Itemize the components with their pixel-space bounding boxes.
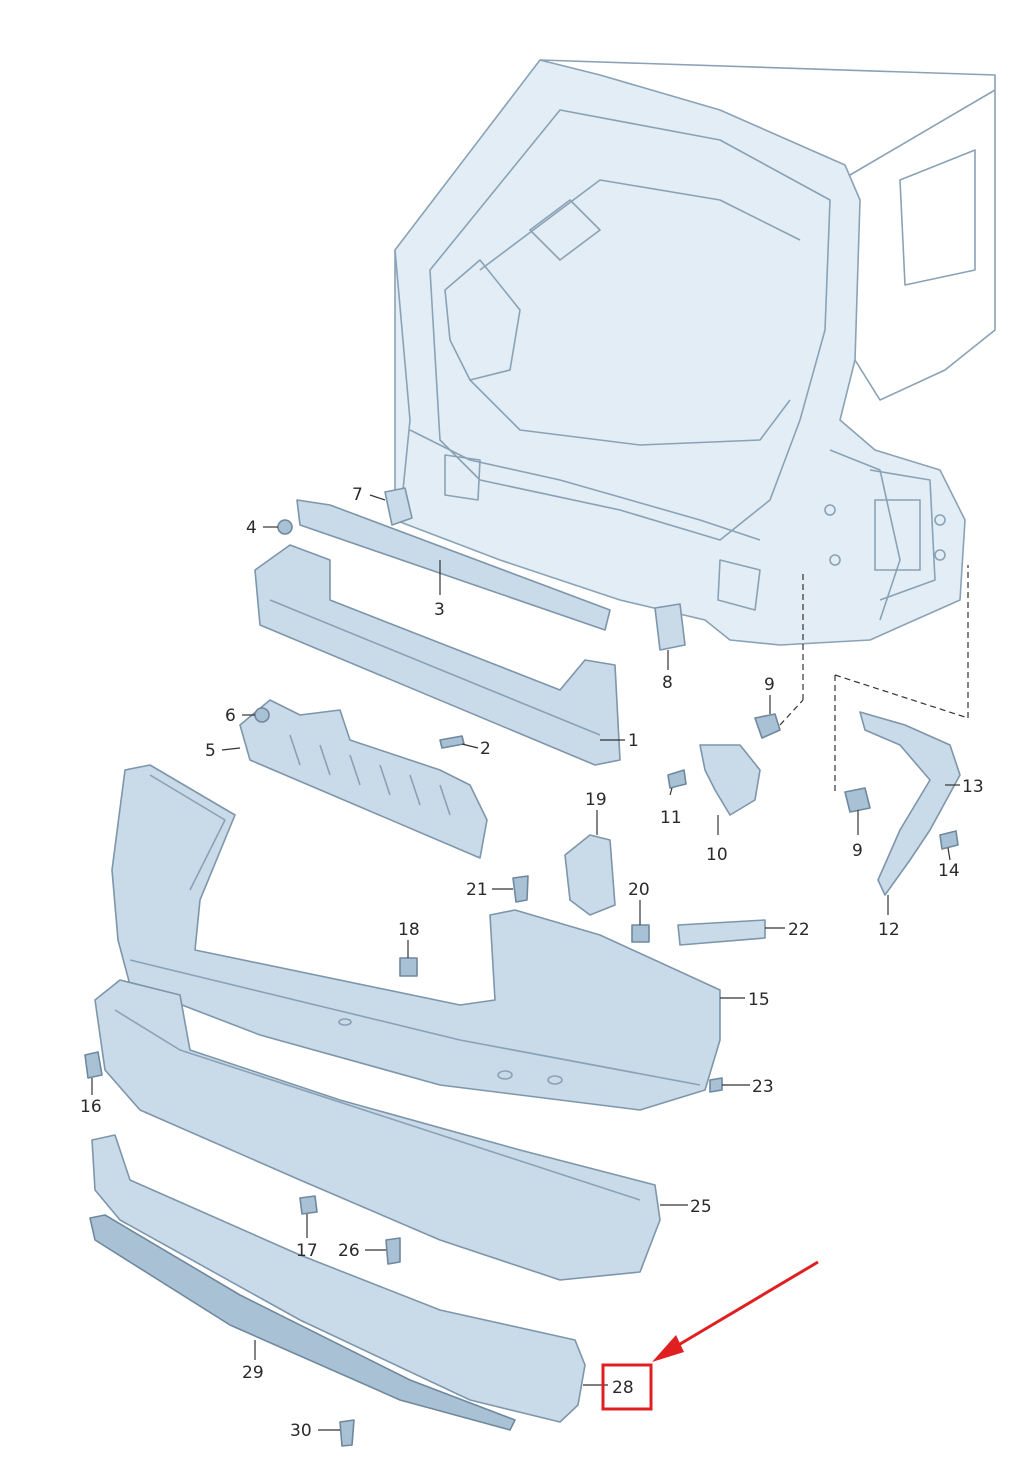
callout-8: 8 — [662, 673, 673, 693]
callout-17: 17 — [296, 1241, 318, 1261]
part-25-lower-diffuser — [94, 979, 661, 1281]
part-1-edge-line — [269, 599, 601, 736]
callout-18: 18 — [398, 920, 420, 940]
part-3-bracket-strip — [296, 499, 611, 631]
part-16-clip — [84, 1051, 103, 1079]
callout-5: 5 — [205, 741, 216, 761]
part-5-ribs — [289, 734, 451, 816]
callout-14: 14 — [938, 861, 960, 881]
part-10-side-bracket — [699, 744, 761, 816]
callout-16: 16 — [80, 1097, 102, 1117]
part-1-bumper-carrier — [254, 544, 621, 766]
part-28-lower-trim-panel — [91, 1134, 586, 1423]
part-20-clip — [631, 924, 650, 943]
part-15-lower-line — [129, 959, 701, 1086]
callout-4: 4 — [246, 518, 257, 538]
part-15-sensor-hole — [497, 1070, 513, 1080]
part-25-edge-line — [114, 1009, 641, 1201]
part-23-clip — [709, 1077, 723, 1093]
highlight-arrow-shaft — [669, 1260, 819, 1352]
callout-6: 6 — [225, 706, 236, 726]
highlight-arrow-head — [652, 1335, 684, 1362]
callout-29: 29 — [242, 1363, 264, 1383]
callout-12: 12 — [878, 920, 900, 940]
callout-30: 30 — [290, 1421, 312, 1441]
callout-28: 28 — [612, 1378, 634, 1398]
part-4-nut — [277, 519, 293, 535]
callout-7: 7 — [352, 485, 363, 505]
callout-13: 13 — [962, 777, 984, 797]
callout-20: 20 — [628, 880, 650, 900]
callout-22: 22 — [788, 920, 810, 940]
callout-15: 15 — [748, 990, 770, 1010]
part-26-screw — [385, 1237, 401, 1265]
highlight-box — [601, 1363, 653, 1411]
part-30-screw — [339, 1419, 355, 1447]
part-2-bolt — [439, 735, 465, 749]
callout-3: 3 — [434, 600, 445, 620]
callout-26: 26 — [338, 1241, 360, 1261]
part-15-sensor-hole — [338, 1018, 352, 1026]
callout-23: 23 — [752, 1077, 774, 1097]
leader-lines — [91, 494, 969, 1431]
part-12-side-guide — [859, 711, 961, 896]
callout-2: 2 — [480, 739, 491, 759]
part-9-clip-upper — [754, 713, 781, 739]
callout-9a: 9 — [764, 675, 775, 695]
callout-19: 19 — [585, 790, 607, 810]
callout-10: 10 — [706, 845, 728, 865]
part-11-screw — [667, 769, 687, 789]
part-22-reflector — [677, 919, 766, 946]
part-19-bracket — [564, 834, 616, 916]
vehicle-rear-body — [394, 59, 996, 646]
part-17-clip — [299, 1195, 318, 1215]
callout-labels: 1 2 3 4 5 6 7 8 9 9 10 11 12 13 14 15 16… — [80, 485, 984, 1441]
callout-9b: 9 — [852, 841, 863, 861]
part-29-trim-strip — [89, 1214, 516, 1431]
part-15-inner-line — [149, 774, 226, 891]
callout-11: 11 — [660, 808, 682, 828]
callout-21: 21 — [466, 880, 488, 900]
part-15-sensor-hole — [547, 1075, 563, 1085]
part-7-cover-cap — [384, 487, 413, 526]
part-8-cover-cap — [654, 603, 686, 651]
callout-25: 25 — [690, 1197, 712, 1217]
part-14-screw — [939, 830, 959, 850]
part-6-nut — [254, 707, 270, 723]
callout-1: 1 — [628, 731, 639, 751]
part-28-highlight — [601, 1260, 819, 1411]
part-9-clip-lower — [844, 787, 871, 813]
part-18-clip — [399, 957, 418, 977]
part-5-energy-absorber — [239, 699, 488, 859]
part-21-screw — [512, 875, 529, 903]
